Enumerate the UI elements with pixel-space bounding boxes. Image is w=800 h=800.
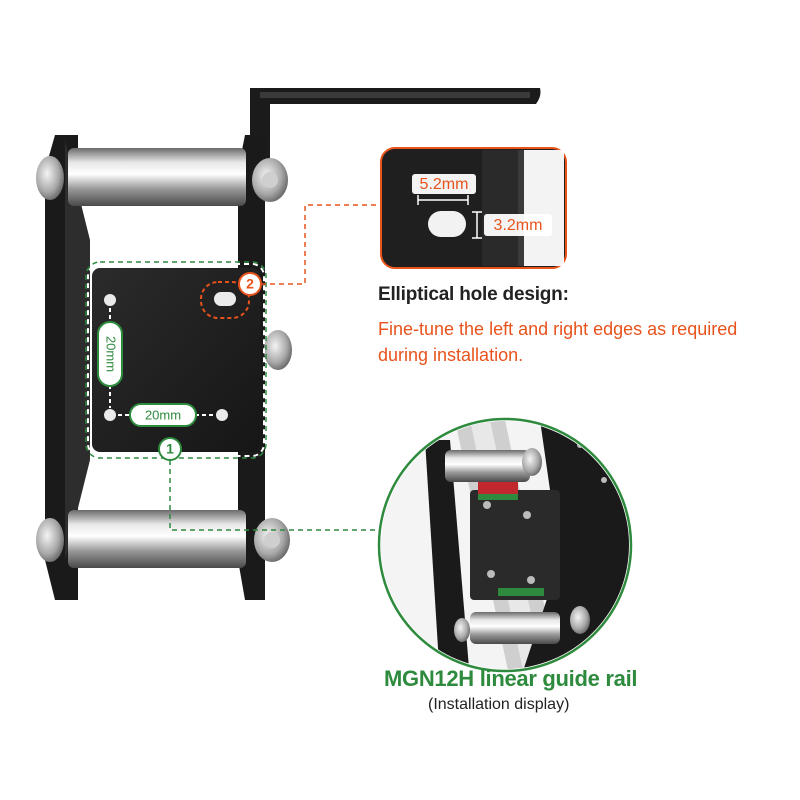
vertical-spacing-badge: [97, 321, 123, 387]
middle-nut: [264, 330, 292, 370]
horizontal-spacing-badge: [129, 403, 197, 427]
vertical-spacing-label: 20mm: [104, 336, 119, 372]
rail-installation-view: [377, 417, 633, 673]
badge-1-label: 1: [166, 441, 174, 457]
rail-title: MGN12H linear guide rail: [384, 666, 638, 691]
rail-subtitle: (Installation display): [428, 696, 570, 713]
hole-width-label: 5.2mm: [420, 176, 469, 193]
hole-detail-zoom: [380, 147, 567, 269]
hole-height-label: 3.2mm: [494, 217, 543, 234]
elliptical-hole-description: Fine-tune the left and right edges as re…: [378, 319, 738, 365]
horizontal-spacing-label: 20mm: [145, 407, 181, 422]
top-roller: [68, 148, 246, 206]
bottom-roller: [68, 510, 246, 568]
badge-2-label: 2: [246, 276, 254, 292]
elliptical-hole-title: Elliptical hole design:: [378, 284, 569, 305]
